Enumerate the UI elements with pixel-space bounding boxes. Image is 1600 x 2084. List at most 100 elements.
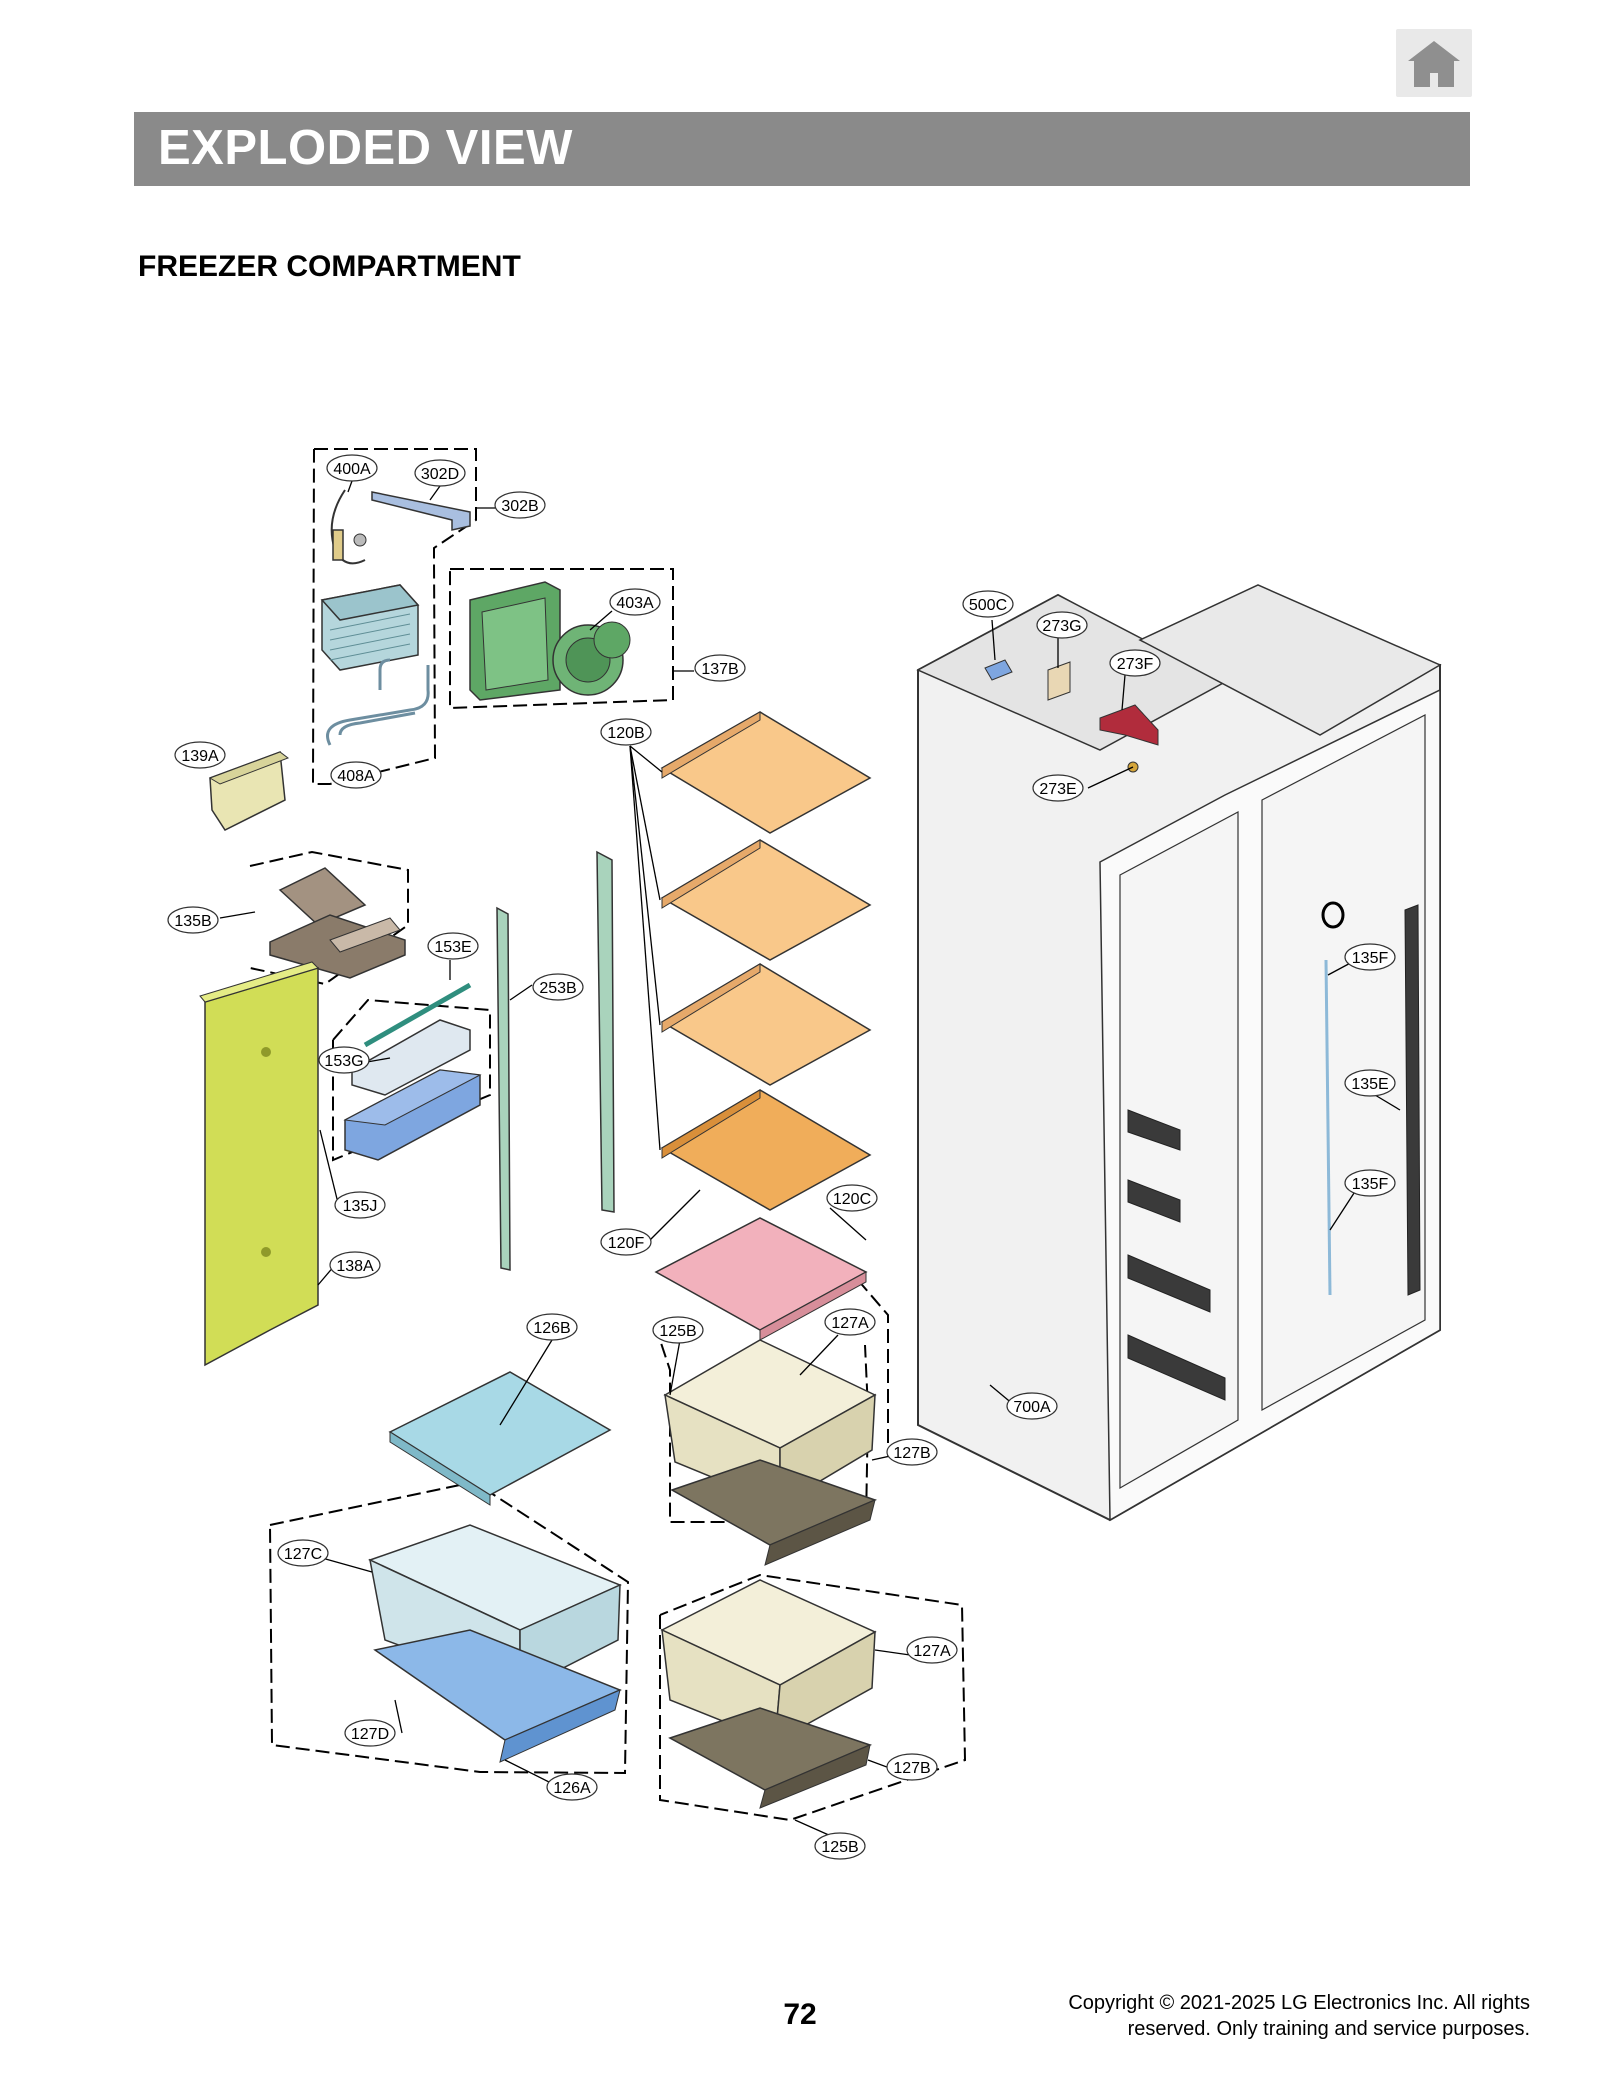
- callout-302D-label: 302D: [421, 466, 459, 483]
- section-title: FREEZER COMPARTMENT: [138, 250, 521, 283]
- callout-127C-label: 127C: [284, 1546, 322, 1563]
- callout-253B-label: 253B: [539, 980, 576, 997]
- callout-273E-label: 273E: [1039, 781, 1076, 798]
- lamp-cover-part: [269, 867, 406, 979]
- leader-lines: [219, 480, 1401, 1841]
- evaporator-part: [320, 584, 420, 671]
- copyright-line-2: reserved. Only training and service purp…: [1127, 2018, 1530, 2040]
- copyright-notice: Copyright © 2021-2025 LG Electronics Inc…: [980, 1990, 1530, 2042]
- callout-273F-label: 273F: [1117, 656, 1154, 673]
- callout-273F: 273F: [1109, 649, 1161, 677]
- sensor-harness-part: [330, 489, 367, 565]
- callout-127A-top: 127A: [824, 1308, 876, 1336]
- callout-126B: 126B: [526, 1313, 578, 1341]
- copyright-line-1: Copyright © 2021-2025 LG Electronics Inc…: [1068, 1992, 1530, 2014]
- callout-408A: 408A: [330, 761, 382, 789]
- callout-135F-bottom-label: 135F: [1352, 1176, 1389, 1193]
- duct-cover-part: [208, 750, 290, 831]
- shelf-1-part: [660, 711, 872, 834]
- callout-500C-label: 500C: [969, 597, 1007, 614]
- callout-153G-label: 153G: [324, 1053, 363, 1070]
- callout-126A: 126A: [546, 1773, 598, 1801]
- callout-135J-label: 135J: [343, 1198, 378, 1215]
- callout-302D: 302D: [414, 459, 466, 487]
- callout-127B-top: 127B: [886, 1438, 938, 1466]
- callout-135F-top-label: 135F: [1352, 950, 1389, 967]
- callout-120F: 120F: [600, 1228, 652, 1256]
- callout-120C: 120C: [826, 1184, 878, 1212]
- callout-135F-bottom: 135F: [1344, 1169, 1396, 1197]
- callout-137B: 137B: [694, 654, 746, 682]
- callout-127A-bottom: 127A: [906, 1636, 958, 1664]
- callout-127B-bottom-label: 127B: [893, 1760, 930, 1777]
- upper-drawer-tray-part: [670, 1459, 878, 1566]
- callout-403A-label: 403A: [616, 595, 654, 612]
- fan-motor-part: [552, 621, 631, 696]
- callout-125B-top-label: 125B: [659, 1323, 696, 1340]
- callout-127A-top-label: 127A: [831, 1315, 869, 1332]
- header-banner: EXPLODED VIEW: [134, 112, 1470, 186]
- callout-125B-bottom-label: 125B: [821, 1839, 858, 1856]
- callout-273E: 273E: [1032, 774, 1084, 802]
- callout-127D: 127D: [344, 1719, 396, 1747]
- callout-120B-label: 120B: [607, 725, 644, 742]
- defrost-heater-part: [326, 658, 430, 746]
- evaporator-group-outline: [311, 448, 477, 785]
- callout-135E: 135E: [1344, 1069, 1396, 1097]
- callout-139A: 139A: [174, 741, 226, 769]
- control-box-part: [984, 659, 1013, 681]
- callout-153G: 153G: [318, 1046, 370, 1074]
- callout-127B-bottom: 127B: [886, 1753, 938, 1781]
- callout-302B-label: 302B: [501, 498, 538, 515]
- callout-700A: 700A: [1006, 1392, 1058, 1420]
- side-panel-part: [199, 961, 319, 1367]
- callout-138A-label: 138A: [336, 1258, 374, 1275]
- hinge-plate-part: [1099, 704, 1159, 746]
- callout-120F-label: 120F: [608, 1235, 645, 1252]
- callout-273G: 273G: [1036, 611, 1088, 639]
- crisper-cover-part: [388, 1371, 612, 1506]
- shelf-2-part: [660, 839, 872, 961]
- banner-title: EXPLODED VIEW: [158, 121, 573, 175]
- cabinet-part: [916, 584, 1442, 1522]
- shelf-rail-left-part: [496, 906, 511, 1271]
- lower-drawer-part: [660, 1579, 877, 1744]
- callout-135B: 135B: [167, 906, 219, 934]
- callout-400A: 400A: [326, 454, 378, 482]
- callout-403A: 403A: [609, 588, 661, 616]
- callout-408A-label: 408A: [337, 768, 375, 785]
- callout-700A-label: 700A: [1013, 1399, 1051, 1416]
- glass-shelf-part: [654, 1217, 868, 1341]
- lower-drawer-tray-part: [668, 1707, 873, 1809]
- callout-302B: 302B: [494, 491, 546, 519]
- shelf-3-part: [660, 963, 872, 1086]
- callout-126B-label: 126B: [533, 1320, 570, 1337]
- page-number: 72: [783, 1998, 817, 2031]
- callout-120C-label: 120C: [833, 1191, 871, 1208]
- callout-253B: 253B: [532, 973, 584, 1001]
- callout-153E: 153E: [427, 932, 479, 960]
- sensor-bracket-part: [371, 491, 471, 531]
- callout-273G-label: 273G: [1042, 618, 1081, 635]
- callout-127B-top-label: 127B: [893, 1445, 930, 1462]
- part-callouts: 400A 302D 302B 403A 137B 139A 408A 120B: [167, 454, 1396, 1860]
- crisper-tray-part: [373, 1629, 622, 1763]
- damper-bracket-part: [1047, 661, 1071, 701]
- home-icon: [1408, 41, 1460, 87]
- callout-135B-label: 135B: [174, 913, 211, 930]
- callout-127A-bottom-label: 127A: [913, 1643, 951, 1660]
- shelf-4-part: [660, 1089, 872, 1211]
- callout-153E-label: 153E: [434, 939, 471, 956]
- callout-127C: 127C: [277, 1539, 329, 1567]
- callout-135E-label: 135E: [1351, 1076, 1388, 1093]
- home-button[interactable]: [1396, 29, 1472, 97]
- callout-135F-top: 135F: [1344, 943, 1396, 971]
- lamp-housing-part: [343, 982, 482, 1161]
- fan-cover-part: [469, 581, 561, 701]
- callout-135J: 135J: [334, 1191, 386, 1219]
- callout-120B: 120B: [600, 718, 652, 746]
- callout-400A-label: 400A: [333, 461, 371, 478]
- rail-group-outline: [332, 998, 491, 1162]
- callout-125B-top: 125B: [652, 1316, 704, 1344]
